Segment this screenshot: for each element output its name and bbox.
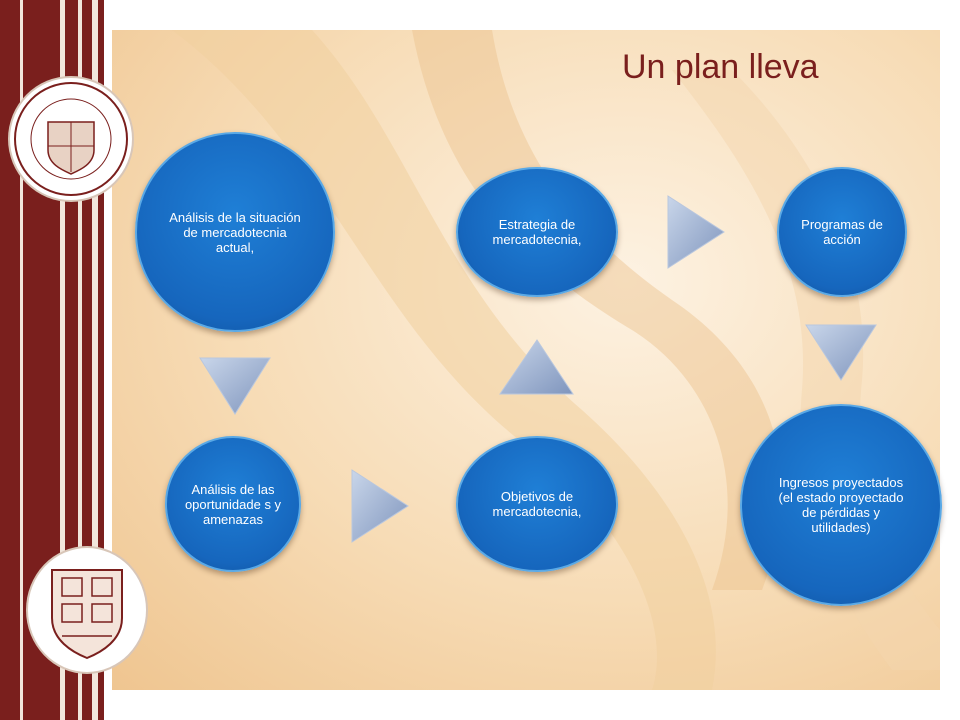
diagram-node-projected-income: Ingresos proyectados (el estado proyecta… [740, 404, 942, 606]
node-label: Análisis de las oportunidade s y amenaza… [184, 481, 282, 527]
node-label: Programas de acción [801, 217, 883, 247]
slide-title: Un plan lleva [622, 48, 819, 86]
icea-crest-icon [28, 548, 146, 672]
band-stripe [78, 0, 82, 720]
arrow-down-1-icon [199, 357, 271, 415]
band-stripe [20, 0, 23, 720]
diagram-node-objectives: Objetivos de mercadotecnia, [456, 436, 618, 572]
node-label: Ingresos proyectados (el estado proyecta… [778, 475, 904, 535]
arrow-up-3-icon [499, 339, 574, 395]
arrow-right-2-icon [351, 469, 409, 543]
arrow-right-4-icon [667, 195, 725, 269]
arrow-down-5-icon [805, 324, 877, 381]
diagram-node-situation-analysis: Análisis de la situación de mercadotecni… [135, 132, 335, 332]
node-label: Análisis de la situación de mercadotecni… [169, 209, 301, 255]
diagram-node-opportunities-threats: Análisis de las oportunidade s y amenaza… [165, 436, 301, 572]
band-stripe [92, 0, 98, 720]
diagram-node-action-programs: Programas de acción [777, 167, 907, 297]
diagram-node-strategy: Estrategia de mercadotecnia, [456, 167, 618, 297]
university-seal-icon [10, 78, 132, 200]
node-label: Estrategia de mercadotecnia, [492, 217, 582, 247]
node-label: Objetivos de mercadotecnia, [492, 489, 582, 519]
band-stripe [60, 0, 65, 720]
